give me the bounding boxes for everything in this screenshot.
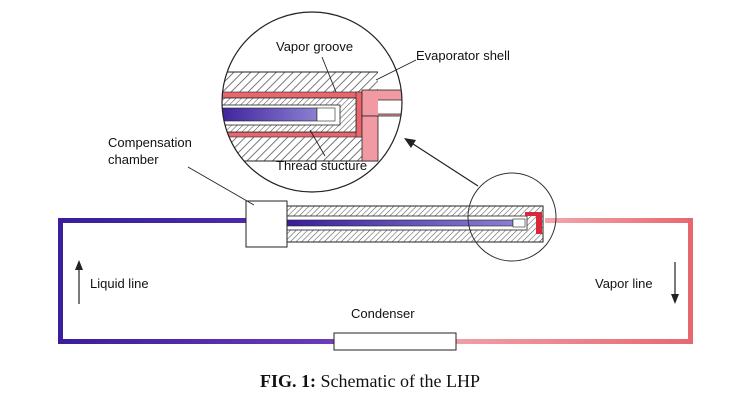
label-compensation-chamber-line2: chamber	[108, 152, 159, 167]
caption-text: Schematic of the LHP	[316, 371, 480, 391]
leader-thread-structure	[309, 129, 326, 157]
label-liquid-line: Liquid line	[90, 276, 149, 291]
label-compensation-chamber-line1: Compensation	[108, 135, 192, 150]
figure-caption: FIG. 1: Schematic of the LHP	[0, 371, 740, 392]
evaporator	[286, 205, 544, 243]
leader-evaporator-shell	[375, 59, 417, 81]
vapor-flow-down-arrow	[671, 262, 679, 304]
liquid-flow-up-arrow	[75, 260, 83, 304]
label-thread-structure: Thread stucture	[276, 158, 367, 173]
vapor-line-pipe	[545, 218, 693, 344]
leader-vapor-groove	[321, 56, 337, 93]
label-condenser: Condenser	[351, 306, 415, 321]
label-vapor-line: Vapor line	[595, 276, 653, 291]
label-vapor-groove: Vapor groove	[276, 39, 353, 54]
detail-arrow	[404, 138, 479, 187]
detail-marker-circle	[467, 172, 557, 262]
compensation-chamber-box	[245, 200, 288, 248]
condenser-box	[333, 332, 457, 351]
label-evaporator-shell: Evaporator shell	[416, 48, 510, 63]
leader-compensation-chamber	[187, 166, 255, 206]
zoom-detail	[221, 11, 403, 193]
liquid-line-pipe	[58, 218, 246, 344]
caption-prefix: FIG. 1:	[260, 371, 317, 391]
